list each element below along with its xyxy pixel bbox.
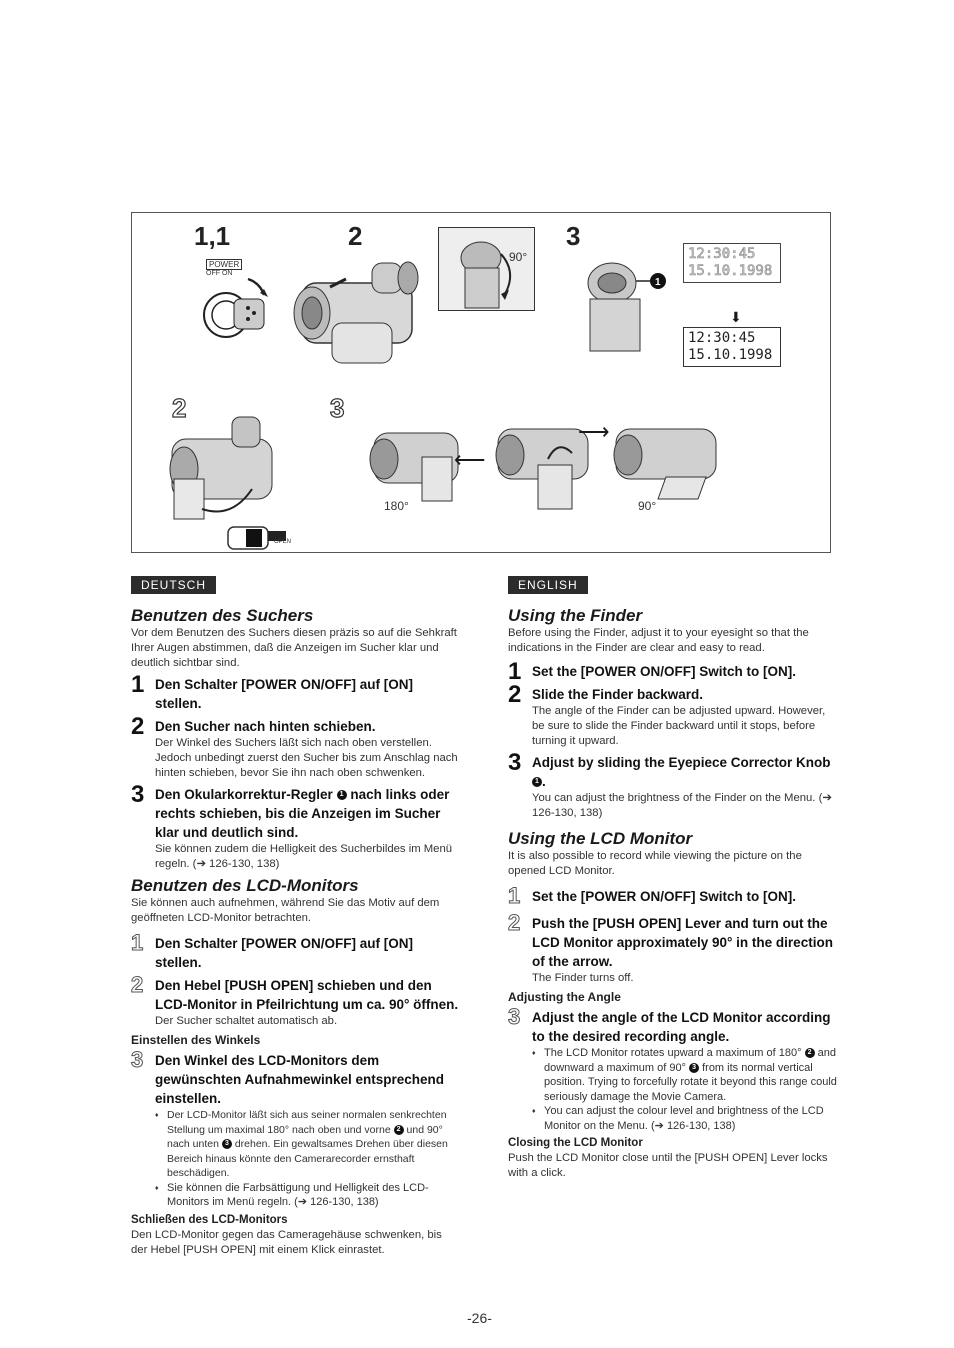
arrow-left-icon: ⟵ <box>454 447 486 472</box>
bullet-rotation-de: Der LCD-Monitor läßt sich aus seiner nor… <box>155 1108 461 1181</box>
camcorder-lcd-open-illustration <box>169 416 273 520</box>
fig-step-2-label: 2 <box>348 221 363 251</box>
circled-2-icon: 2 <box>804 1048 815 1059</box>
step-finder-3-de: 3 Den Okularkorrektur-Regler 1 nach link… <box>131 781 453 870</box>
finder-angle-degrees: 90° <box>509 250 528 264</box>
finder-display-clear: 12:30:45 15.10.1998 <box>683 327 781 367</box>
circled-2-icon: 2 <box>393 1124 404 1135</box>
step-finder-2-de: 2 Den Sucher nach hinten schieben. Der W… <box>131 713 458 779</box>
bullet-rotation-en: The LCD Monitor rotates upward a maximum… <box>532 1046 838 1104</box>
step-lcd-1-de: 1 Den Schalter [POWER ON/OFF] auf [ON] s… <box>130 930 414 971</box>
power-switch-icon <box>203 277 268 338</box>
circled-1-icon: 1 <box>532 777 542 788</box>
section-title-finder-en: Using the Finder <box>508 606 643 625</box>
step-lcd-3-en: 3 Adjust the angle of the LCD Monitor ac… <box>507 1004 838 1133</box>
finder-intro-en: Before using the Finder, adjust it to yo… <box>508 627 809 654</box>
step-finder-1-en: 1 Set the [POWER ON/OFF] Switch to [ON]. <box>508 658 796 685</box>
step-lcd-3-de: 3 Den Winkel des LCD-Monitors dem gewüns… <box>130 1047 461 1210</box>
illustration-panel: 1,1 2 3 2 3 POWER OFF ON 90° <box>131 212 831 553</box>
fig-step-3b-label: 3 <box>329 392 345 423</box>
step-finder-2-en: 2 Slide the Finder backward. The angle o… <box>508 681 826 747</box>
step-finder-1-de: 1 Den Schalter [POWER ON/OFF] auf [ON] s… <box>131 671 414 711</box>
english-column: Using the Finder Before using the Finder… <box>507 606 838 1181</box>
step-lcd-2-en: 2 Push the [PUSH OPEN] Lever and turn ou… <box>507 910 833 985</box>
circled-3-icon: 3 <box>221 1139 232 1150</box>
step-lcd-1-en: 1 Set the [POWER ON/OFF] Switch to [ON]. <box>507 883 796 909</box>
lcd-angle-90: 90° <box>638 499 657 513</box>
step-lcd-2-de: 2 Den Hebel [PUSH OPEN] schieben und den… <box>130 972 459 1028</box>
circled-3-icon: 3 <box>689 1062 700 1073</box>
close-subheading-de: Schließen des LCD-Monitors <box>131 1213 288 1226</box>
section-title-finder-de: Benutzen des Suchers <box>131 606 314 625</box>
camcorder-lcd-90-illustration <box>613 428 717 500</box>
finder-tilt-icon <box>460 241 512 309</box>
step-finder-3-en: 3 Adjust by sliding the Eyepiece Correct… <box>508 749 832 819</box>
section-title-lcd-de: Benutzen des LCD-Monitors <box>131 876 359 895</box>
eyepiece-corrector-illustration: 1 <box>587 262 666 352</box>
camcorder-lcd-180-illustration <box>369 432 459 502</box>
push-open-lever-icon <box>227 526 286 550</box>
power-label: POWER <box>206 259 243 270</box>
language-tag-english: ENGLISH <box>508 576 588 594</box>
angle-subheading-en: Adjusting the Angle <box>508 990 621 1004</box>
lcd-angle-180: 180° <box>384 499 409 513</box>
finder-display-blurry: 12:30:45 15.10.1998 <box>683 243 781 283</box>
finder-intro-de: Vor dem Benutzen des Suchers diesen präz… <box>131 627 457 669</box>
fig-step-1-1-label: 1,1 <box>194 221 231 251</box>
arrow-down-icon: ⬇ <box>730 309 742 325</box>
bullet-color-en: You can adjust the colour level and brig… <box>532 1104 838 1133</box>
bullet-color-de: Sie können die Farbsättigung und Helligk… <box>155 1181 461 1210</box>
close-subheading-en: Closing the LCD Monitor <box>508 1137 643 1149</box>
finder-angle-inset: 90° <box>438 227 535 311</box>
corrector-knob-number-icon: 1 <box>655 277 661 288</box>
section-title-lcd-en: Using the LCD Monitor <box>508 829 693 848</box>
language-tag-german: DEUTSCH <box>131 576 217 594</box>
close-text-de: Den LCD-Monitor gegen das Cameragehäuse … <box>131 1228 442 1256</box>
off-on-label: OFF ON <box>206 270 233 277</box>
angle-subheading-de: Einstellen des Winkels <box>131 1033 261 1047</box>
fig-step-3-label: 3 <box>566 221 581 251</box>
page-number: -26- <box>467 1310 492 1326</box>
close-text-en: Push the LCD Monitor close until the [PU… <box>508 1152 828 1179</box>
camcorder-finder-slide-illustration <box>293 261 419 364</box>
fig-step-2b-label: 2 <box>171 392 187 423</box>
camcorder-lcd-rotate-illustration <box>495 428 589 510</box>
lcd-intro-en: It is also possible to record while view… <box>508 850 802 877</box>
german-column: Benutzen des Suchers Vor dem Benutzen de… <box>130 606 461 1258</box>
arrow-right-icon: ⟶ <box>578 419 610 444</box>
lcd-intro-de: Sie können auch aufnehmen, während Sie d… <box>131 897 440 924</box>
circled-1-icon: 1 <box>336 790 347 801</box>
open-label: OPEN <box>274 539 292 545</box>
